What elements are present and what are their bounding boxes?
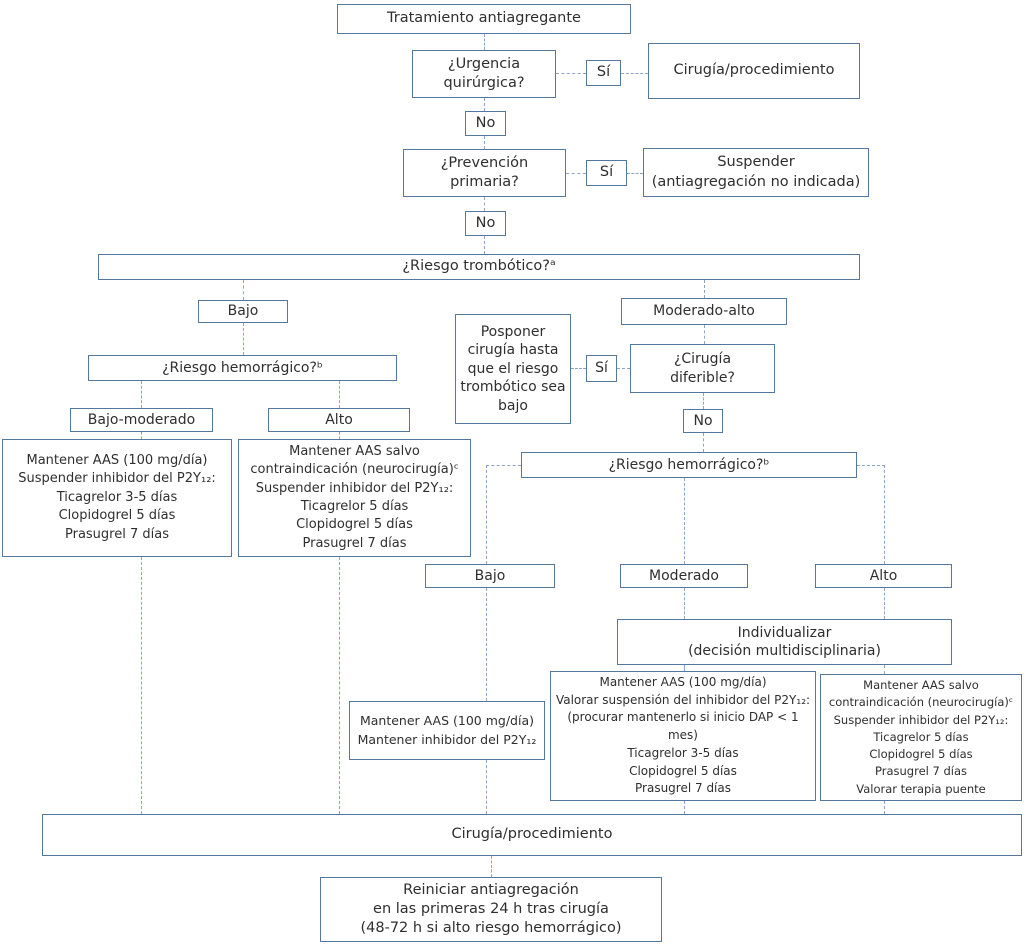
connector-line (884, 465, 885, 564)
connector-line (486, 465, 521, 466)
node-si-prevencion: Sí (586, 160, 627, 186)
node-suspender-valorar-terapia-puente: Mantener AAS salvo contraindicación (neu… (820, 674, 1022, 801)
connector-line (556, 73, 586, 74)
node-urgencia-quirurgica: ¿Urgencia quirúrgica? (412, 50, 556, 98)
connector-line (141, 432, 142, 439)
connector-line (704, 325, 705, 344)
connector-line (884, 665, 885, 674)
node-trombotico-bajo: Bajo (198, 300, 288, 323)
connector-line (484, 98, 485, 111)
node-mantener-aas-y-inhibidor: Mantener AAS (100 mg/día) Mantener inhib… (349, 701, 545, 760)
node-hem-alto-izquierda: Alto (268, 408, 410, 432)
connector-line (484, 34, 485, 50)
node-si-urgencia: Sí (586, 60, 621, 86)
connector-line (339, 557, 340, 814)
node-hem-moderado: Moderado (620, 564, 748, 588)
connector-line (884, 588, 885, 619)
connector-line (484, 136, 485, 149)
node-reiniciar-antiagregacion: Reiniciar antiagregación en las primeras… (320, 877, 662, 942)
node-cirugia-diferible: ¿Cirugía diferible? (630, 344, 775, 393)
connector-line (684, 665, 685, 671)
node-mantener-aas-suspender-inhibidor: Mantener AAS (100 mg/día) Suspender inhi… (2, 439, 232, 557)
node-hem-alto-derecha: Alto (815, 564, 952, 588)
node-suspender-antiagregacion: Suspender (antiagregación no indicada) (643, 148, 869, 197)
connector-line (141, 381, 142, 408)
connector-line (627, 173, 643, 174)
node-riesgo-hemorragico-derecha: ¿Riesgo hemorrágico?ᵇ (521, 452, 857, 478)
connector-line (339, 381, 340, 408)
node-no-urgencia: No (465, 111, 506, 136)
node-riesgo-trombotico: ¿Riesgo trombótico?ᵃ (98, 254, 860, 280)
node-hem-bajo-moderado: Bajo-moderado (70, 408, 213, 432)
connector-line (243, 323, 244, 355)
connector-line (684, 588, 685, 619)
node-no-prevencion: No (465, 211, 506, 236)
connector-line (704, 280, 705, 298)
node-si-diferible: Sí (586, 355, 617, 382)
connector-line (486, 760, 487, 814)
connector-line (684, 801, 685, 814)
connector-line (703, 433, 704, 452)
connector-line (141, 557, 142, 814)
node-posponer-cirugia: Posponer cirugía hasta que el riesgo tro… (455, 314, 571, 424)
connector-line (857, 465, 885, 466)
node-individualizar: Individualizar (decisión multidisciplina… (617, 619, 952, 665)
connector-line (243, 280, 244, 300)
connector-line (486, 588, 487, 701)
node-cirugia-procedimiento-final: Cirugía/procedimiento (42, 814, 1022, 856)
connector-line (484, 236, 485, 254)
node-tratamiento-antiagregante: Tratamiento antiagregante (337, 4, 631, 34)
node-riesgo-hemorragico-izquierda: ¿Riesgo hemorrágico?ᵇ (88, 355, 397, 381)
node-no-diferible: No (683, 409, 723, 433)
connector-line (617, 368, 630, 369)
node-prevencion-primaria: ¿Prevención primaria? (403, 149, 566, 197)
connector-line (884, 801, 885, 814)
connector-line (566, 173, 586, 174)
connector-line (571, 368, 586, 369)
connector-line (339, 432, 340, 439)
node-valorar-suspension-inhibidor: Mantener AAS (100 mg/día) Valorar suspen… (550, 671, 816, 801)
node-mantener-aas-salvo-contraindicacion: Mantener AAS salvo contraindicación (neu… (238, 439, 471, 557)
node-cirugia-procedimiento-urgente: Cirugía/procedimiento (648, 43, 860, 99)
connector-line (703, 393, 704, 409)
connector-line (684, 478, 685, 564)
connector-line (491, 856, 492, 877)
connector-line (486, 465, 487, 564)
node-trombotico-moderado-alto: Moderado-alto (621, 298, 787, 325)
connector-line (484, 197, 485, 211)
connector-line (621, 73, 648, 74)
node-hem-bajo: Bajo (425, 564, 555, 588)
